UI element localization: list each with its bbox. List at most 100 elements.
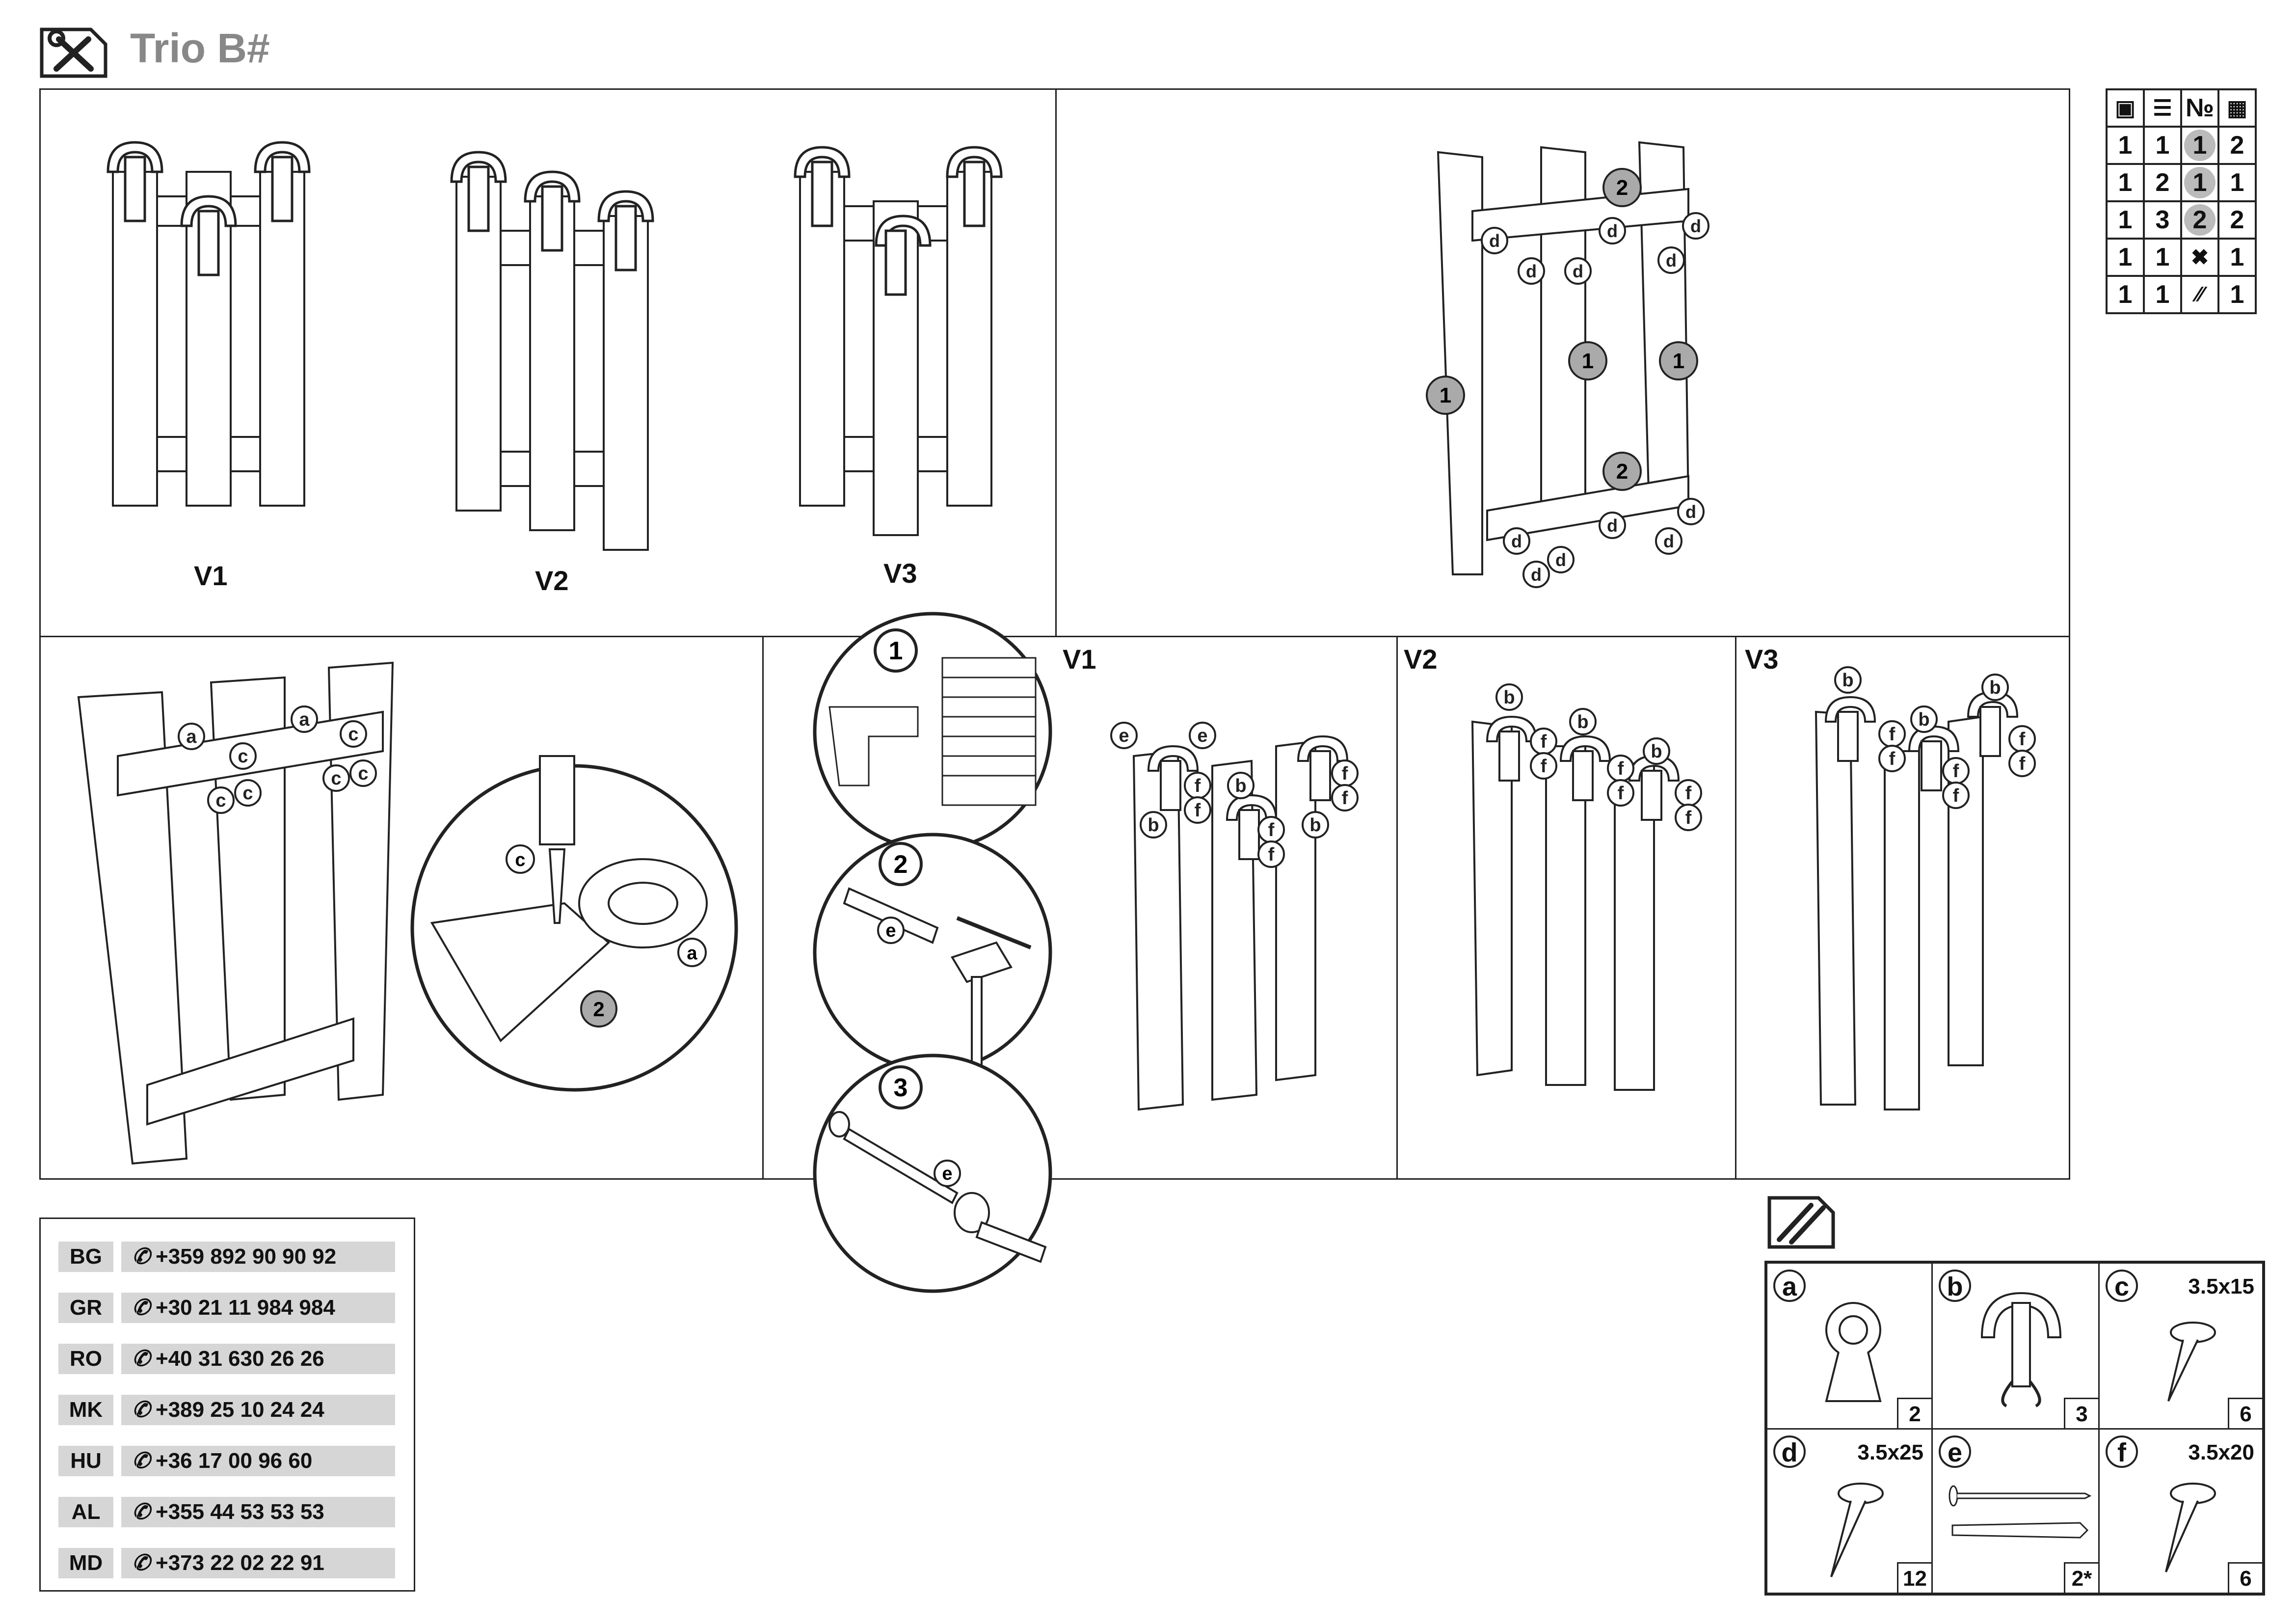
install-step-3: 3 e bbox=[813, 1054, 1052, 1293]
phone-number: ✆+36 17 00 96 60 bbox=[121, 1446, 395, 1476]
contacts-panel: BG ✆+359 892 90 90 92 GR ✆+30 21 11 984 … bbox=[39, 1218, 415, 1592]
install-step-2: 2 e bbox=[813, 833, 1052, 1076]
screw-f-callout: f bbox=[1541, 756, 1547, 777]
page-title: Trio B# bbox=[130, 25, 270, 71]
screw-f-callout: f bbox=[1618, 758, 1624, 779]
hook-variant-v2: b f f b f f b f f bbox=[1471, 683, 1702, 1091]
screw-d-callout: d bbox=[1607, 221, 1618, 241]
phone-number: ✆+389 25 10 24 24 bbox=[121, 1395, 395, 1425]
panel-part-callout: 1 bbox=[1673, 349, 1684, 373]
screw-c-callout: c bbox=[348, 724, 358, 745]
phone-icon: ✆ bbox=[132, 1500, 150, 1524]
hook-b-callout: b bbox=[1577, 712, 1588, 732]
screw-d-callout: d bbox=[1666, 250, 1677, 271]
phone-text: +30 21 11 984 984 bbox=[156, 1296, 335, 1320]
phone-number: ✆+359 892 90 90 92 bbox=[121, 1242, 395, 1272]
screw-d-callout: d bbox=[1555, 550, 1566, 570]
screw-icon bbox=[2167, 1322, 2216, 1402]
screw-f-callout: f bbox=[1953, 761, 1959, 782]
middle-divider-1 bbox=[762, 636, 764, 1180]
install-step-1: 1 bbox=[813, 612, 1052, 851]
middle-divider-3 bbox=[1735, 636, 1736, 1180]
screw-f-callout: f bbox=[1195, 800, 1201, 821]
phone-text: +389 25 10 24 24 bbox=[156, 1398, 324, 1422]
country-code: HU bbox=[58, 1446, 113, 1476]
panel-part-callout: 1 bbox=[1582, 349, 1594, 373]
screw-f-callout: f bbox=[1685, 783, 1692, 804]
hardware-grid: a 2 b 3 c 3.5x15 6 d 3.5x25 12 bbox=[1764, 1261, 2265, 1596]
screw-f-callout: f bbox=[1889, 724, 1896, 745]
hardware-size: 3.5x25 bbox=[1857, 1440, 1923, 1464]
hardware-cell-d: d 3.5x25 12 bbox=[1766, 1428, 1933, 1594]
phone-text: +36 17 00 96 60 bbox=[156, 1449, 313, 1473]
phone-icon: ✆ bbox=[132, 1296, 150, 1320]
rail-part-callout: 2 bbox=[1616, 176, 1628, 200]
country-code: MK bbox=[58, 1395, 113, 1425]
rail-part-callout: 2 bbox=[1616, 460, 1628, 484]
hardware-cell-e: e 2* bbox=[1931, 1428, 2100, 1594]
info-cell: 1 bbox=[2106, 238, 2145, 277]
hook-b-callout: b bbox=[1651, 741, 1662, 762]
rail-detail-callout: 2 bbox=[593, 998, 604, 1021]
hardware-letter: e bbox=[1939, 1435, 1971, 1468]
variant-v1-label: V1 bbox=[194, 560, 228, 591]
hook-b-callout: b bbox=[1503, 687, 1515, 708]
hardware-letter: d bbox=[1773, 1435, 1806, 1468]
screw-d-callout: d bbox=[1573, 261, 1583, 281]
country-code: GR bbox=[58, 1293, 113, 1323]
hook-b-callout: b bbox=[1842, 670, 1853, 691]
screw-d-callout: d bbox=[1511, 531, 1522, 551]
hook-v1-label: V1 bbox=[1063, 644, 1096, 675]
info-cell: 1 bbox=[2106, 275, 2145, 314]
hardware-qty: 2 bbox=[1897, 1398, 1931, 1428]
screw-d-callout: d bbox=[1663, 531, 1674, 551]
info-cell-highlight: 1 bbox=[2184, 167, 2216, 198]
hardware-size: 3.5x15 bbox=[2188, 1274, 2254, 1299]
step-number: 1 bbox=[889, 637, 903, 665]
hardware-qty: 6 bbox=[2228, 1562, 2262, 1593]
info-table: ▣ ☰ № ▦ 1 1 1 2 1 2 1 1 1 3 2 2 1 1 ✖ 1 … bbox=[2106, 88, 2257, 314]
hardware-cell-c: c 3.5x15 6 bbox=[2098, 1262, 2264, 1430]
screw-f-callout: f bbox=[2019, 729, 2026, 750]
middle-panel-frame bbox=[39, 636, 2070, 1180]
info-cell: 1 bbox=[2106, 126, 2145, 165]
screw-icon bbox=[2165, 1483, 2216, 1572]
info-cell: 2 bbox=[2217, 126, 2257, 165]
variant-v1-drawing bbox=[107, 141, 311, 507]
screw-f-callout: f bbox=[1342, 763, 1348, 784]
screw-d-callout: d bbox=[1685, 502, 1696, 522]
phone-text: +373 22 02 22 91 bbox=[156, 1551, 324, 1575]
info-cell-highlight: 2 bbox=[2184, 204, 2216, 236]
panel-assembly-drawing: 1 1 1 2 2 d d d d d d d d d d d d bbox=[1426, 141, 1709, 588]
info-cell-highlight: 1 bbox=[2184, 130, 2216, 161]
hardware-letter: a bbox=[1773, 1270, 1806, 1302]
hardware-qty: 3 bbox=[2064, 1398, 2098, 1428]
hook-b-callout: b bbox=[1918, 709, 1929, 730]
hardware-cell-f: f 3.5x20 6 bbox=[2098, 1428, 2264, 1594]
step-number: 3 bbox=[894, 1074, 908, 1102]
info-cell: 2 bbox=[2217, 200, 2257, 240]
top-divider bbox=[1055, 88, 1057, 637]
phone-icon: ✆ bbox=[132, 1245, 150, 1269]
hardware-size: 3.5x20 bbox=[2188, 1440, 2254, 1464]
hardware-qty: 6 bbox=[2228, 1398, 2262, 1428]
hook-b-callout: b bbox=[1235, 776, 1246, 796]
layers-icon: ☰ bbox=[2143, 88, 2182, 128]
screw-c-callout: c bbox=[242, 783, 253, 804]
hardware-qty: 12 bbox=[1897, 1562, 1931, 1593]
hook-b-callout: b bbox=[1989, 677, 2001, 698]
hardware-qty: 2* bbox=[2064, 1562, 2098, 1593]
country-code: BG bbox=[58, 1242, 113, 1272]
middle-divider-2 bbox=[1396, 636, 1398, 1180]
hook-icon bbox=[1980, 1292, 2062, 1407]
bracket-assembly-drawing: a a c c c c c c bbox=[77, 661, 394, 1165]
screws-icon bbox=[1767, 1196, 1835, 1249]
info-cell: 2 bbox=[2143, 163, 2182, 202]
tools-icon: ✖ bbox=[2180, 238, 2219, 277]
bracket-detail-circle: c a 2 bbox=[410, 755, 738, 1092]
country-code: AL bbox=[58, 1497, 113, 1527]
screw-f-callout: f bbox=[1541, 731, 1547, 752]
box-icon: ▣ bbox=[2106, 88, 2145, 128]
hardware-cell-a: a 2 bbox=[1766, 1262, 1933, 1430]
screw-c-callout: c bbox=[215, 790, 226, 811]
